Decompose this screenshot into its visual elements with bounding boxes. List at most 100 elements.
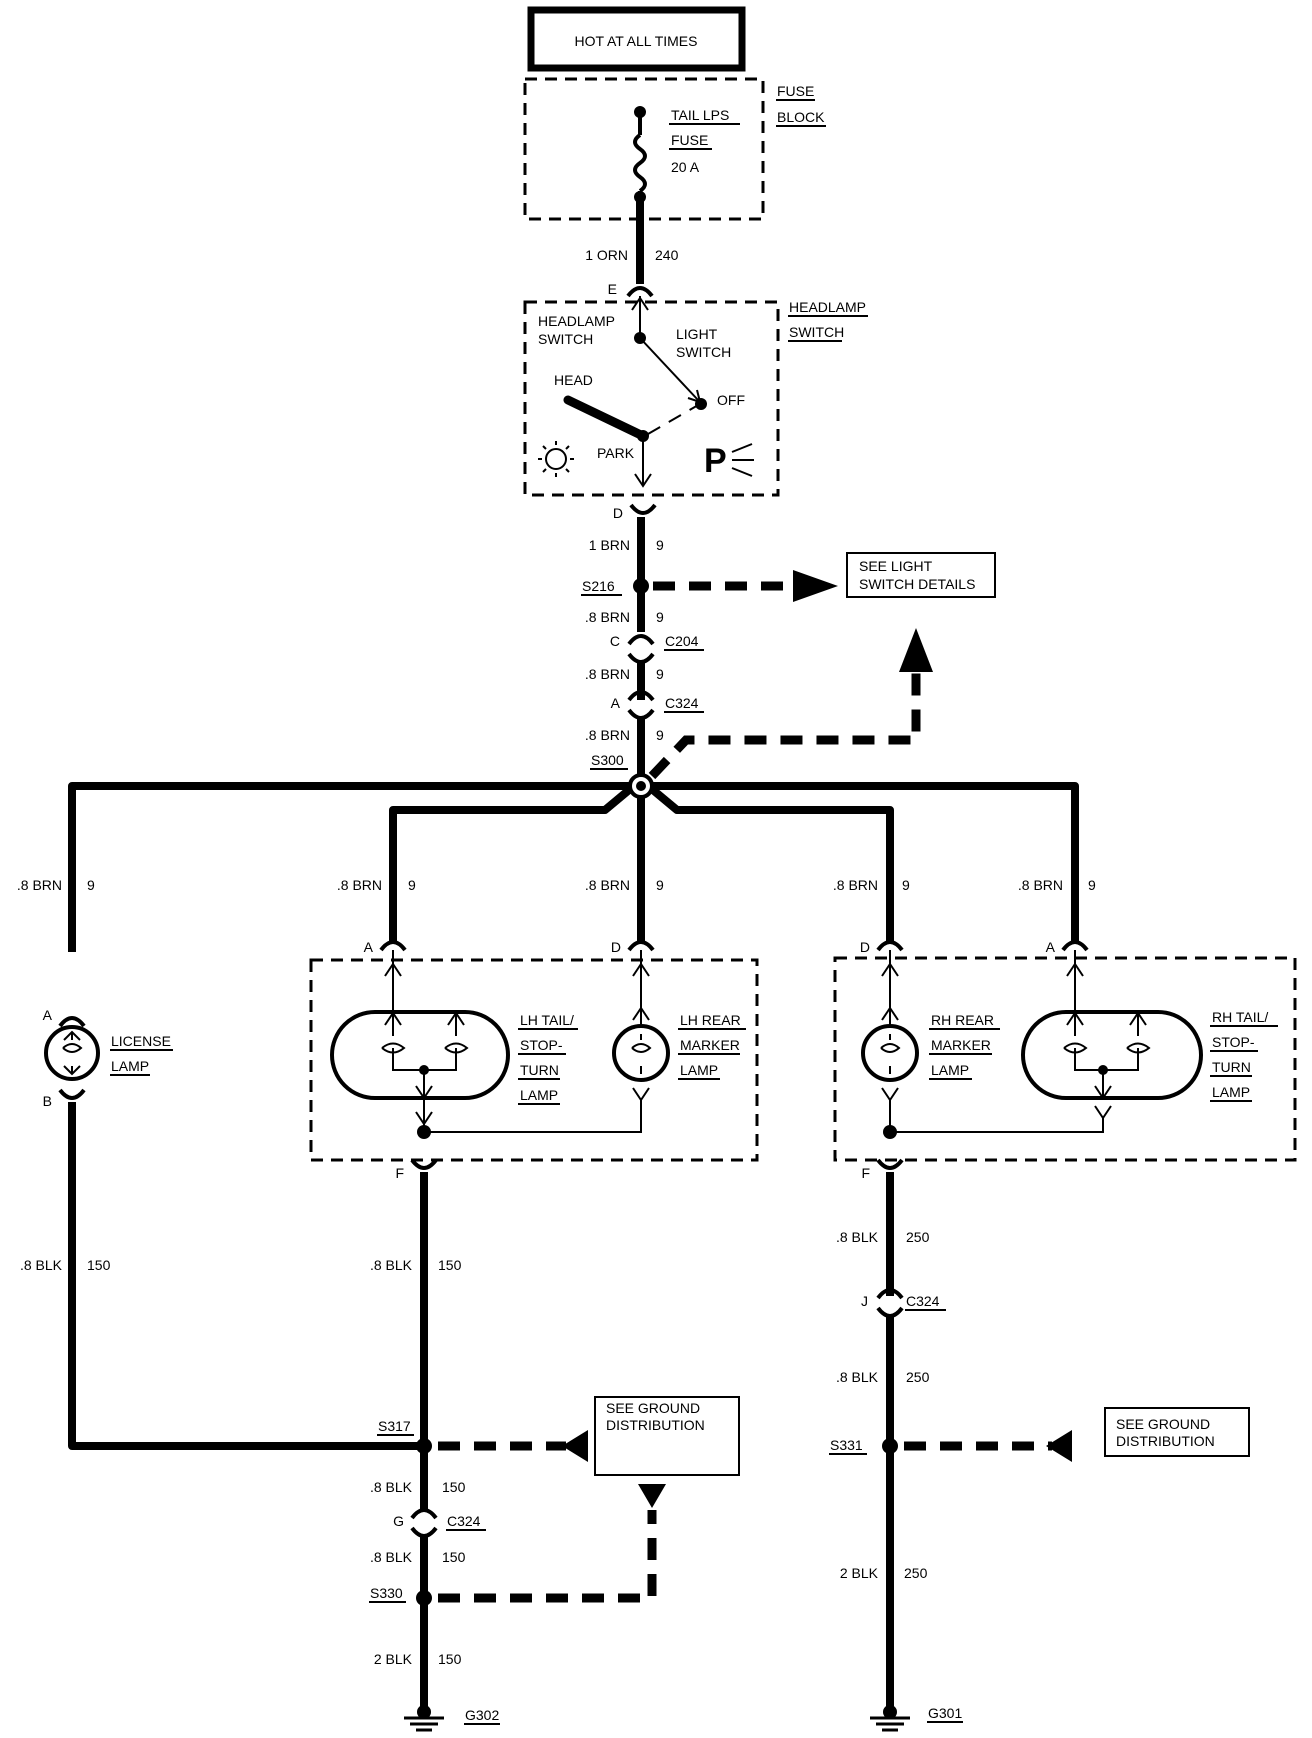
wire-9-license-branch [68,782,641,952]
hot-at-all-times-label: HOT AT ALL TIMES [575,33,698,49]
seg1-right-size: .8 BLK [836,1229,879,1245]
lh-connector-f [410,1158,438,1170]
see-ground-right-2: DISTRIBUTION [1116,1433,1215,1449]
rh-pin-d: D [860,939,870,955]
seg-c324-circuit: 9 [656,666,664,682]
fuse-word-label: FUSE [671,132,708,148]
head-label: HEAD [554,372,593,388]
seg3-right-circuit: 250 [904,1565,928,1581]
seg3-right-size: 2 BLK [840,1565,879,1581]
s317-label: S317 [378,1418,411,1434]
pin-j-label: J [861,1293,868,1309]
license-lamp-filament [62,1030,83,1076]
branch-lh-tail-size: .8 BRN [337,877,382,893]
s216-label: S216 [582,578,615,594]
fuse-block-ref-label-1: FUSE [777,83,814,99]
rh-rear-label-3: LAMP [931,1062,969,1078]
rh-tail-filament-2 [1126,1042,1151,1054]
lh-marker-filament [631,1034,652,1074]
lh-tail-label-4: LAMP [520,1087,558,1103]
see-ground-distribution-box-right [1104,1407,1250,1457]
seg3-left-circuit: 150 [438,1651,462,1667]
s331-label: S331 [830,1437,863,1453]
light-switch-label-1: LIGHT [676,326,718,342]
headlamp-switch-outline [523,300,780,497]
seg-s300-size: .8 BRN [585,727,630,743]
license-lamp-label-2: LAMP [111,1058,149,1074]
seg-s300-circuit: 9 [656,727,664,743]
rh-pin-f: F [861,1165,870,1181]
splice-s330 [416,1590,432,1606]
seg2-right-size: .8 BLK [836,1369,879,1385]
headlamp-switch-inner-2: SWITCH [538,331,593,347]
pin-a-c324-label: A [611,695,621,711]
pin-d-headlamp-label: D [613,505,623,521]
seg1-right-circuit: 250 [906,1229,930,1245]
lh-pin-d: D [611,939,621,955]
lh-pin-a: A [364,939,374,955]
branch-rh-tail-size: .8 BRN [1018,877,1063,893]
wire-150-license [68,1102,424,1450]
c324-g-label: C324 [447,1513,481,1529]
s330-label: S330 [370,1585,403,1601]
see-light-switch-label-2: SWITCH DETAILS [859,576,975,592]
switch-arm [639,337,699,401]
c324-label-top: C324 [665,695,699,711]
splice-s317 [416,1438,432,1454]
wire-150-lh-circuit: 150 [438,1257,462,1273]
wire-240-size: 1 ORN [585,247,628,263]
splice-s331 [882,1438,898,1454]
wire-9-rh-marker-branch [650,786,894,944]
branch-lh-marker-circuit: 9 [656,877,664,893]
lh-lamp-box [309,958,759,1162]
seg3-left-size: 2 BLK [374,1651,413,1667]
see-light-switch-label-1: SEE LIGHT [859,558,933,574]
s331-arrow [1046,1430,1072,1462]
seg2-left-size: .8 BLK [370,1549,413,1565]
rh-tail-label-2: STOP- [1212,1034,1255,1050]
wire-150-license-circuit: 150 [87,1257,111,1273]
connector-d-headlamp [629,503,657,515]
rh-rear-label-1: RH REAR [931,1012,994,1028]
rh-tail-label-3: TURN [1212,1059,1251,1075]
wire-150-license-size: .8 BLK [20,1257,63,1273]
s300-dashed-link [648,670,921,780]
seg2-right-circuit: 250 [906,1369,930,1385]
see-ground-right-1: SEE GROUND [1116,1416,1210,1432]
seg2-left-circuit: 150 [442,1549,466,1565]
lh-tail-lamp-bulb [330,1010,510,1100]
license-pin-a: A [43,1007,53,1023]
see-ground-left-1: SEE GROUND [606,1400,700,1416]
wire-9-main-circuit: 9 [656,537,664,553]
lh-marker-connector-d [627,940,655,952]
branch-lh-tail-circuit: 9 [408,877,416,893]
license-connector-a [58,1016,86,1028]
connector-c204 [627,634,655,664]
rh-connector-f [876,1158,904,1170]
c204-label: C204 [665,633,699,649]
branch-rh-tail-circuit: 9 [1088,877,1096,893]
rh-tail-filament-1 [1063,1042,1088,1054]
s300-label: S300 [591,752,624,768]
connector-c324-g [410,1508,438,1538]
seg-c204-circuit: 9 [656,609,664,625]
s330-arrow [638,1484,666,1508]
lh-rear-label-3: LAMP [680,1062,718,1078]
light-switch-label-2: SWITCH [676,344,731,360]
lh-tail-label-1: LH TAIL/ [520,1012,574,1028]
fuse-name-label: TAIL LPS [671,107,729,123]
lh-tail-connector-a [379,940,407,952]
fuse-block-ref-label-2: BLOCK [777,109,825,125]
seg1-left-size: .8 BLK [370,1479,413,1495]
parking-lamp-p-icon: P [704,442,727,480]
ground-g301-icon [870,1716,910,1732]
wire-9-lh-tail-branch [389,786,632,944]
license-pin-b: B [43,1093,52,1109]
headlamp-switch-ref-1: HEADLAMP [789,299,866,315]
p-light-rays-icon [731,443,754,477]
park-label: PARK [597,445,635,461]
fuse-rating-label: 20 A [671,159,700,175]
fuse-block-outline [523,77,765,221]
headlamp-switch-ref-2: SWITCH [789,324,844,340]
fuse-element [633,133,647,193]
